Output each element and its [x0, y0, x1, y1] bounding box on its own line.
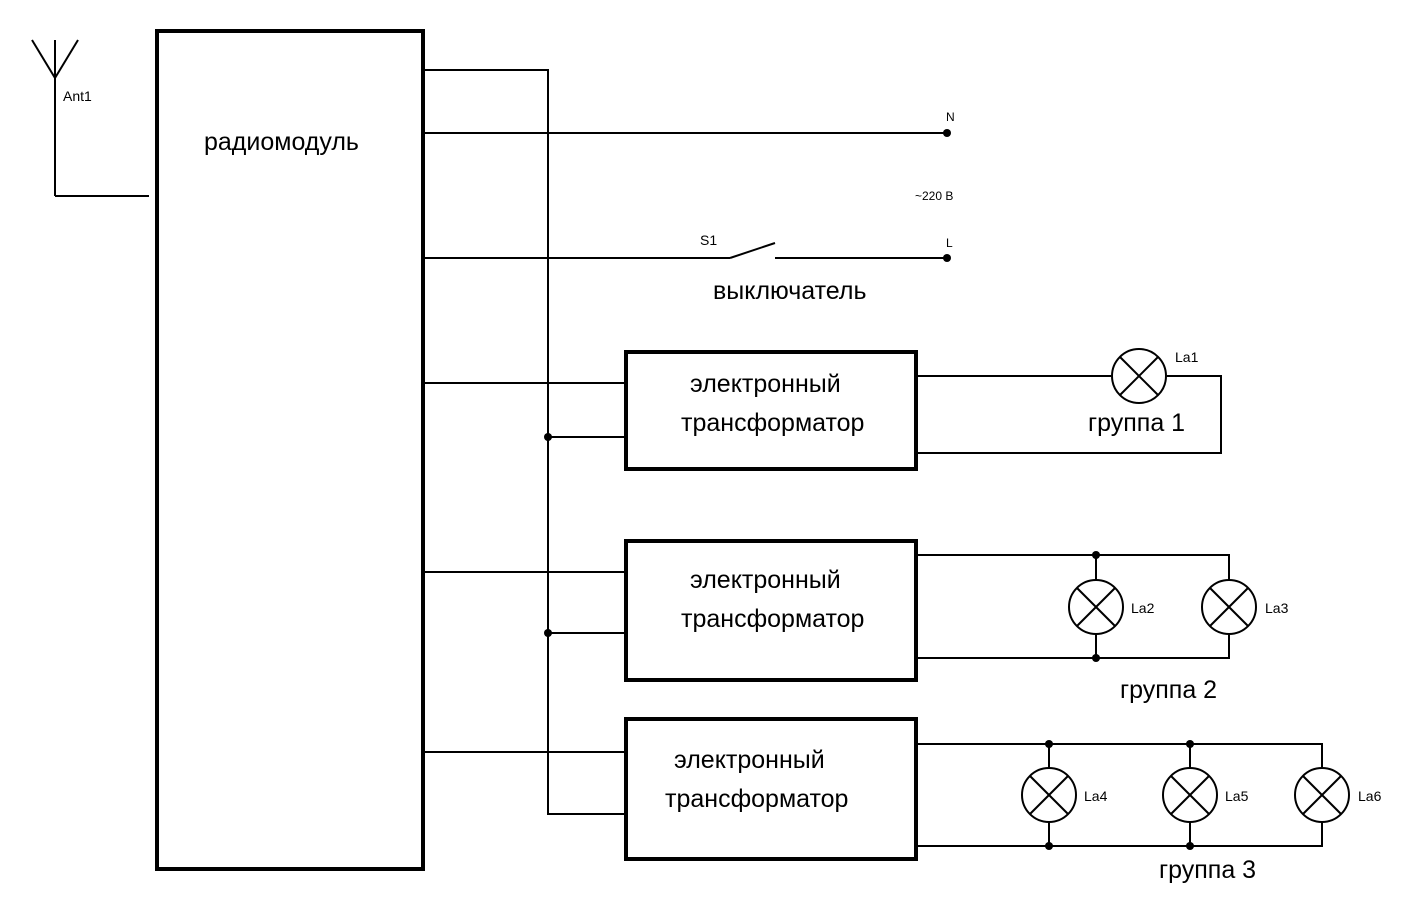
group-2-bottom-wire	[918, 634, 1230, 659]
transformer-1: электронный трансформатор	[425, 350, 918, 471]
radio-module-label: радиомодуль	[204, 128, 359, 156]
lamp-la3: La3	[1201, 579, 1289, 635]
lamp-la4: La4	[1021, 767, 1108, 823]
group-3-top-wire	[918, 743, 1323, 768]
group-1: La1 группа 1	[918, 348, 1222, 454]
neutral-label: N	[946, 110, 955, 124]
group-2-label: группа 2	[1120, 676, 1217, 704]
lamp-la1: La1	[1111, 348, 1199, 404]
group-1-return-wire	[918, 375, 1222, 454]
line-with-switch: L S1 выключатель	[425, 232, 953, 305]
transformer-2: электронный трансформатор	[425, 539, 918, 682]
transformer-3-label-line1: электронный	[674, 746, 825, 774]
switch-label: выключатель	[713, 277, 867, 305]
switch-blade	[729, 242, 776, 259]
group-3: La4 La5 La6 группа 3	[918, 740, 1382, 884]
transformer-1-label-line1: электронный	[690, 370, 841, 398]
junction-dot	[1186, 740, 1194, 748]
lamp-label: La1	[1175, 349, 1199, 365]
group-2: La2 La3 группа 2	[918, 551, 1289, 704]
neutral-terminal	[943, 129, 951, 137]
lamp-la6: La6	[1294, 767, 1382, 823]
group-2-top-wire	[918, 554, 1230, 580]
group-1-label: группа 1	[1088, 409, 1185, 437]
lamp-label: La5	[1225, 788, 1249, 804]
line-terminal	[943, 254, 951, 262]
transformer-3: электронный трансформатор	[425, 717, 918, 861]
common-bus-wire	[425, 69, 626, 815]
neutral-line: N	[425, 110, 955, 137]
group-3-label: группа 3	[1159, 856, 1256, 884]
transformer-1-box	[624, 350, 918, 471]
junction-dot	[544, 433, 552, 441]
switch-designator: S1	[700, 232, 717, 248]
transformer-3-box	[624, 717, 918, 861]
transformer-2-label-line2: трансформатор	[681, 605, 864, 633]
lamp-label: La6	[1358, 788, 1382, 804]
transformer-2-box	[624, 539, 918, 682]
lamp-la2: La2	[1068, 579, 1155, 635]
line-label: L	[946, 236, 953, 250]
group-3-bottom-wire	[918, 822, 1323, 847]
lamp-label: La4	[1084, 788, 1108, 804]
junction-dot	[1186, 842, 1194, 850]
antenna: Ant1	[31, 39, 149, 197]
radio-module-box	[155, 29, 425, 871]
antenna-left-arm	[31, 39, 56, 79]
radio-module: радиомодуль	[155, 29, 425, 871]
lamp-label: La2	[1131, 600, 1155, 616]
voltage-label: ~220 В	[915, 189, 953, 203]
antenna-label: Ant1	[63, 88, 92, 104]
transformer-1-label-line2: трансформатор	[681, 409, 864, 437]
antenna-right-arm	[54, 39, 79, 79]
junction-dot	[544, 629, 552, 637]
junction-dot	[1092, 654, 1100, 662]
lamp-label: La3	[1265, 600, 1289, 616]
lamp-la5: La5	[1162, 767, 1249, 823]
junction-dot	[1092, 551, 1100, 559]
junction-dot	[1045, 842, 1053, 850]
transformer-2-label-line1: электронный	[690, 566, 841, 594]
junction-dot	[1045, 740, 1053, 748]
transformer-3-label-line2: трансформатор	[665, 785, 848, 813]
